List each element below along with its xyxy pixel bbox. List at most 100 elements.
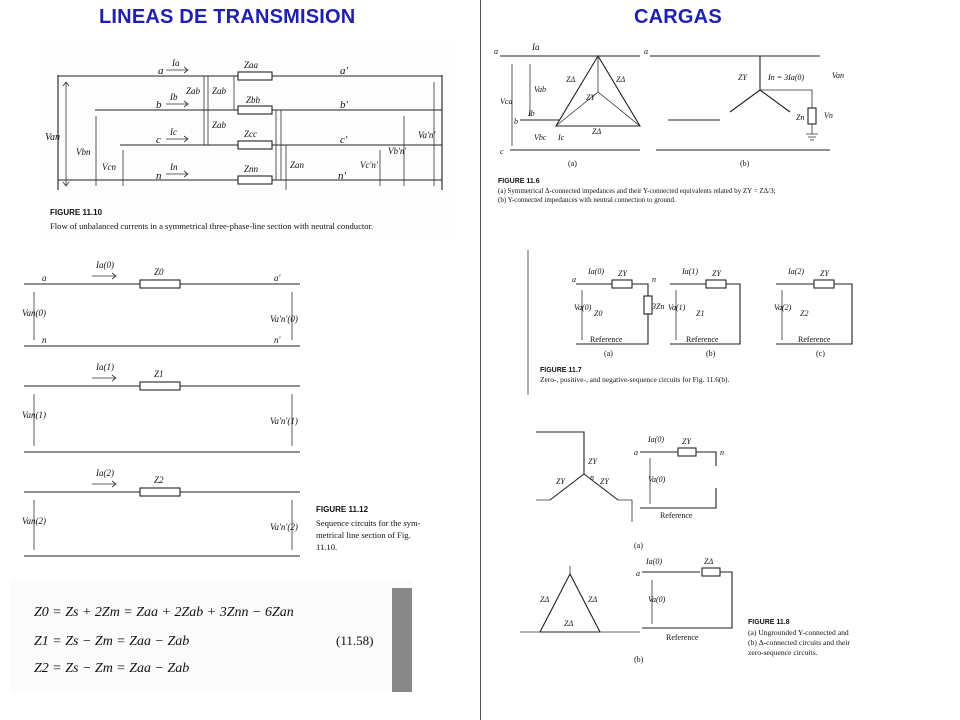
fig116-ia: Ia <box>531 42 540 52</box>
equation-z1: Z1 = Zs − Zm = Zaa − Zab <box>34 634 189 649</box>
fig116-ib: Ib <box>527 109 535 118</box>
equations-block: Z0 = Zs + 2Zm = Zaa + 2Zab + 3Znn − 6Zan… <box>10 580 412 692</box>
fig116-node-c: c <box>500 147 504 156</box>
fig118-zd-1: ZΔ <box>540 595 549 604</box>
fig116-vca: Vca <box>500 97 512 106</box>
fig116-node-b: b <box>514 117 518 126</box>
fig117-a-sub: (a) <box>604 349 613 358</box>
fig116-zy-a: ZY <box>586 93 596 102</box>
fig117-c-z: Z2 <box>800 309 808 318</box>
fig116-zdelta-2: ZΔ <box>616 75 625 84</box>
seq0-node-a: a <box>42 273 47 283</box>
seq1-v-right: Va'n'(1) <box>270 416 298 426</box>
figure-11-8-label: FIGURE 11.8 <box>748 619 790 626</box>
fig117-a-3zn: 3Zn <box>651 302 664 311</box>
seq2-impedance: Z2 <box>154 475 164 485</box>
fig118-a-v: Va(0) <box>648 475 666 484</box>
fig117-node-a: a <box>572 275 576 284</box>
figure-11-12-caption-2: metrical line section of Fig. <box>316 530 411 540</box>
fig116-in-eq: In = 3Ia(0) <box>767 73 804 82</box>
figure-11-6 <box>500 54 830 151</box>
fig118-zd-2: ZΔ <box>588 595 597 604</box>
fig116-sub-a: (a) <box>568 159 577 168</box>
fig118-zy-3: ZY <box>600 477 610 486</box>
figure-11-8-caption-2: (b) Δ-connected circuits and their <box>748 638 850 647</box>
node-b-prime: b' <box>340 99 349 111</box>
fig117-a-z: Z0 <box>594 309 602 318</box>
fig118-a-node-a: a <box>634 448 638 457</box>
figure-11-6-label: FIGURE 11.6 <box>498 178 540 185</box>
fig117-b-v: Va(1) <box>668 303 686 312</box>
impedance-zan: Zan <box>290 160 305 170</box>
fig117-a-current: Ia(0) <box>587 267 604 276</box>
figure-11-6-caption-a: (a) Symmetrical Δ-connected impedances a… <box>498 187 776 195</box>
voltage-vc-n: Vc'n' <box>360 160 379 170</box>
fig116-node-a-b: a <box>644 47 648 56</box>
equation-number: (11.58) <box>336 633 373 648</box>
figure-11-8-caption-1: (a) Ungrounded Y-connected and <box>748 628 849 637</box>
fig116-van: Van <box>832 71 844 80</box>
seq0-node-n-prime: n' <box>274 335 282 345</box>
figure-11-12-caption-3: 11.10. <box>316 542 337 552</box>
impedance-zcc: Zcc <box>244 129 257 139</box>
voltage-vcn: Vcn <box>102 162 116 172</box>
current-ia: Ia <box>171 58 180 68</box>
fig118-a-reference: Reference <box>660 511 693 520</box>
node-a-prime: a' <box>340 65 349 77</box>
fig117-b-zy: ZY <box>712 269 722 278</box>
current-ic: Ic <box>169 127 177 137</box>
node-c-prime: c' <box>340 134 348 146</box>
equation-z2: Z2 = Zs − Zm = Zaa − Zab <box>34 661 189 676</box>
figure-11-6-caption-b: (b) Y-connected impedances with neutral … <box>498 196 676 204</box>
figure-11-12-label: FIGURE 11.12 <box>316 505 369 514</box>
heading-loads: CARGAS <box>634 6 722 28</box>
fig117-c-v: Va(2) <box>774 303 792 312</box>
impedance-zaa: Zaa <box>244 60 259 70</box>
fig116-zdelta-1: ZΔ <box>566 75 575 84</box>
center-divider <box>480 0 481 720</box>
fig116-vn: Vn <box>824 111 833 120</box>
fig117-c-reference: Reference <box>798 335 831 344</box>
fig117-b-current: Ia(1) <box>681 267 698 276</box>
fig117-c-current: Ia(2) <box>787 267 804 276</box>
fig118-b-node-a: a <box>636 569 640 578</box>
fig118-zd-3: ZΔ <box>564 619 573 628</box>
node-n: n <box>156 170 162 182</box>
impedance-zab-3: Zab <box>212 120 227 130</box>
seq0-impedance: Z0 <box>154 267 164 277</box>
figure-11-8 <box>520 431 733 633</box>
equation-z0: Z0 = Zs + 2Zm = Zaa + 2Zab + 3Znn − 6Zan <box>34 605 294 620</box>
figure-11-8-caption-3: zero-sequence circuits. <box>748 648 818 657</box>
fig117-a-reference: Reference <box>590 335 623 344</box>
fig118-a-zy: ZY <box>682 437 692 446</box>
fig116-zdelta-3: ZΔ <box>592 127 601 136</box>
node-c: c <box>156 134 161 146</box>
fig116-vab: Vab <box>534 85 546 94</box>
figure-11-10 <box>40 40 455 240</box>
seq1-impedance: Z1 <box>154 369 164 379</box>
fig118-b-zd: ZΔ <box>704 557 713 566</box>
fig117-c-sub: (c) <box>816 349 825 358</box>
seq2-current: Ia(2) <box>95 468 114 478</box>
fig116-zn: Zn <box>796 113 804 122</box>
figure-11-7-label: FIGURE 11.7 <box>540 367 582 374</box>
fig117-b-sub: (b) <box>706 349 716 358</box>
seq0-v-left: Van(0) <box>22 308 46 318</box>
figure-11-7 <box>527 250 853 395</box>
seq0-current: Ia(0) <box>95 260 114 270</box>
voltage-vbn: Vbn <box>76 147 91 157</box>
fig118-a-current: Ia(0) <box>647 435 664 444</box>
fig118-b-v: Va(0) <box>648 595 666 604</box>
node-n-prime: n' <box>338 170 347 182</box>
fig117-c-zy: ZY <box>820 269 830 278</box>
seq2-v-right: Va'n'(2) <box>270 522 298 532</box>
figure-11-12-caption-1: Sequence circuits for the sym- <box>316 518 421 528</box>
fig116-ic: Ic <box>557 133 565 142</box>
figure-11-12 <box>24 272 300 557</box>
seq1-current: Ia(1) <box>95 362 114 372</box>
voltage-van: Van <box>45 132 60 143</box>
voltage-vb-n: Vb'n' <box>388 146 407 156</box>
fig116-zy-b: ZY <box>738 73 748 82</box>
